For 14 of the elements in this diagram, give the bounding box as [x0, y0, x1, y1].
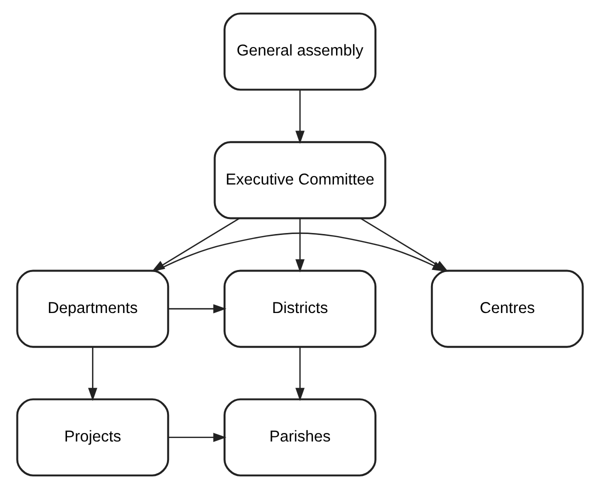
node-box: Centres [430, 270, 584, 348]
node-box: Parishes [223, 398, 376, 476]
arrow [168, 432, 226, 442]
arrow [294, 346, 304, 401]
node-box: General assembly [223, 12, 376, 91]
node-box: Executive Committee [213, 141, 386, 220]
arrow [168, 304, 226, 314]
node-box: Projects [16, 398, 169, 476]
node-box: Districts [223, 270, 376, 348]
node-box: Departments [16, 270, 169, 348]
arrow [294, 90, 304, 144]
arrow [294, 218, 304, 272]
arrow [88, 346, 97, 401]
arrow [155, 232, 446, 272]
